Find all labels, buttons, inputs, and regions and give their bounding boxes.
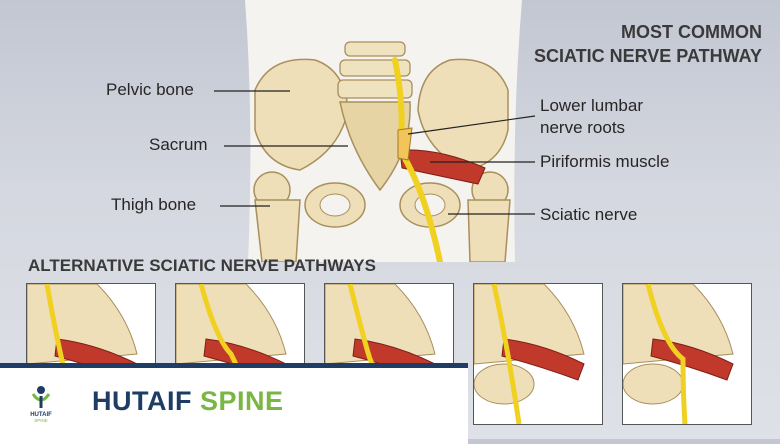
logo-sub-text: SPINE [34,418,48,423]
label-lower-lumbar-line-1: Lower lumbar [540,96,643,115]
pelvis-illustration [214,0,536,262]
label-piriformis-muscle: Piriformis muscle [540,152,670,171]
alternative-pathway-5 [622,283,752,425]
label-lower-lumbar: Lower lumbar nerve roots [540,95,643,139]
pathway-4-illustration [474,284,585,424]
brand-name: HUTAIF SPINE [92,386,284,417]
heading-line-2: SCIATIC NERVE PATHWAY [533,46,762,66]
brand-name-part-2: SPINE [200,386,284,416]
label-lower-lumbar-line-2: nerve roots [540,118,626,137]
label-sciatic-nerve: Sciatic nerve [540,205,638,224]
label-pelvic-bone: Pelvic bone [106,80,194,99]
brand-name-part-1: HUTAIF [92,386,192,416]
hutaif-spine-logo-icon: HUTAIF SPINE [30,386,52,423]
brand-footer [0,363,468,444]
label-thigh-bone: Thigh bone [111,195,197,214]
heading-line-1: MOST COMMON [621,22,762,42]
alternative-pathway-4 [473,283,603,425]
label-sacrum: Sacrum [149,135,208,154]
logo-text: HUTAIF [30,412,52,418]
main-heading: MOST COMMON SCIATIC NERVE PATHWAY [534,20,762,68]
pathway-5-illustration [623,284,734,424]
alternatives-title: ALTERNATIVE SCIATIC NERVE PATHWAYS [28,256,376,275]
